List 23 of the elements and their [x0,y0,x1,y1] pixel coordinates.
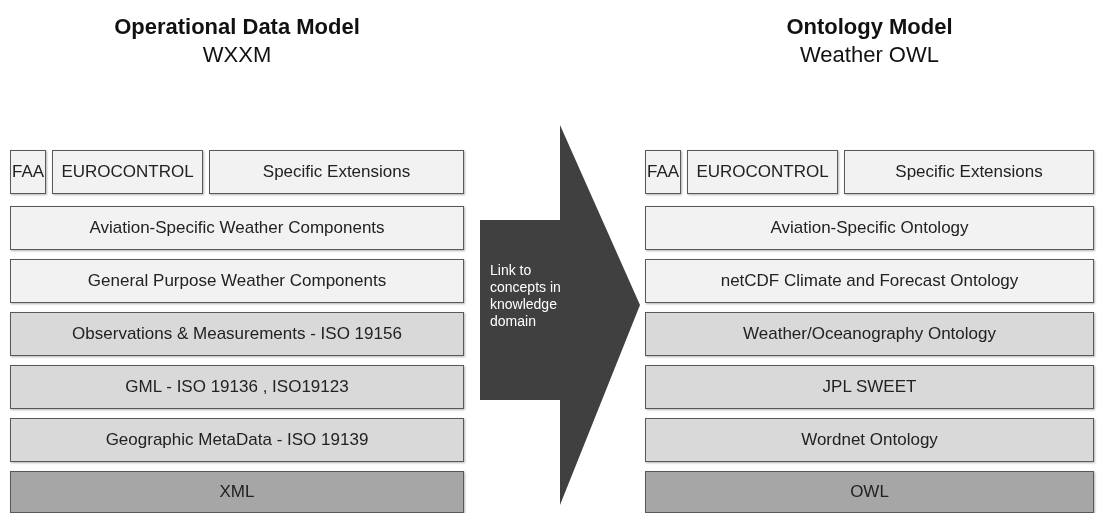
layer-box: General Purpose Weather Components [10,259,464,303]
layer-box: OWL [645,471,1094,513]
layer-box: JPL SWEET [645,365,1094,409]
layer-box: FAA [10,150,46,194]
layer-box: FAA [645,150,681,194]
layer-box: netCDF Climate and Forecast Ontology [645,259,1094,303]
layer-box: EUROCONTROL [52,150,203,194]
subheading: WXXM [201,42,273,68]
layer-box: Aviation-Specific Weather Components [10,206,464,250]
layer-box: Specific Extensions [844,150,1094,194]
arrow-text: Link to concepts in knowledge domain [490,262,562,330]
layer-box: EUROCONTROL [687,150,838,194]
layer-box: Specific Extensions [209,150,464,194]
layer-box: Weather/Oceanography Ontology [645,312,1094,356]
layer-box: Geographic MetaData - ISO 19139 [10,418,464,462]
layer-box: Observations & Measurements - ISO 19156 [10,312,464,356]
subheading: Weather OWL [799,42,940,68]
layer-box: XML [10,471,464,513]
heading: Ontology Model [785,14,954,40]
heading: Operational Data Model [113,14,361,40]
layer-box: Aviation-Specific Ontology [645,206,1094,250]
layer-box: Wordnet Ontology [645,418,1094,462]
layer-box: GML - ISO 19136 , ISO19123 [10,365,464,409]
